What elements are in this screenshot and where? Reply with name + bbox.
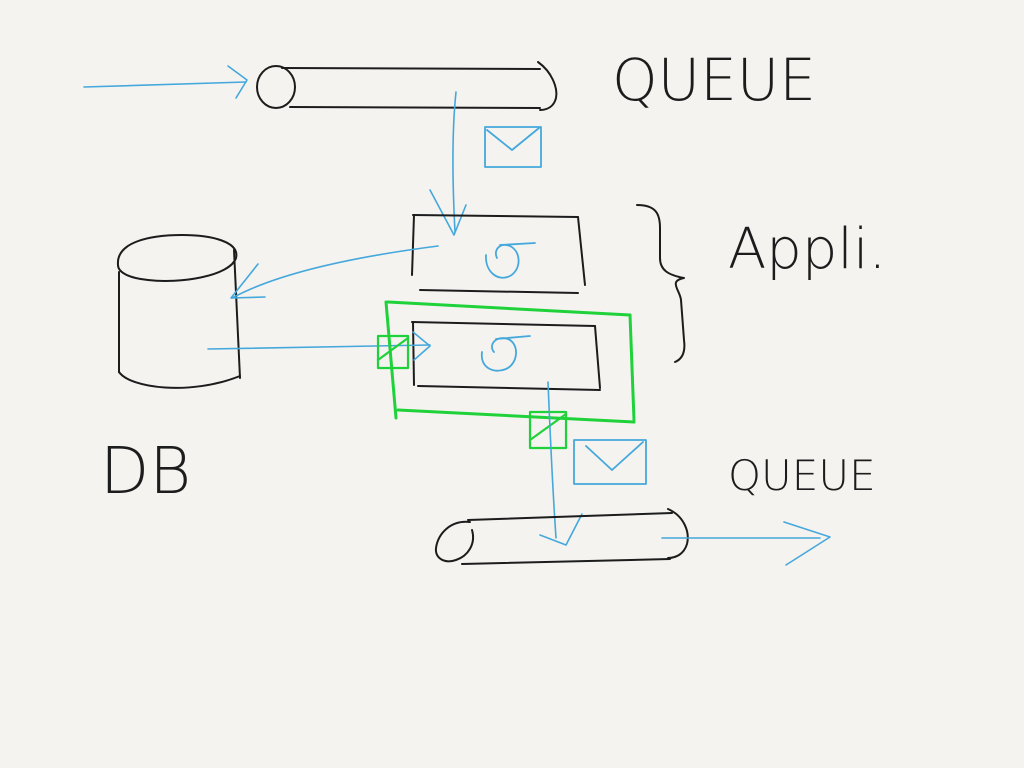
envelope-icon [484,126,542,168]
message-out [539,381,647,546]
application-label: Appli. [728,217,886,282]
application-component-upper [411,214,586,294]
outbound-arrow-bottom [661,521,831,566]
inbound-arrow-top [83,65,248,99]
application: Appli. [411,204,886,391]
envelope-icon [573,439,647,485]
database-label: DB [100,435,191,509]
sigma-icon [485,242,536,279]
component-box-upper [411,214,586,294]
checkbox-icon [376,334,410,370]
transaction-boundary [376,300,636,450]
queue-bottom: QUEUE [434,451,876,566]
application-brace [636,204,686,363]
queue-top-cylinder [256,61,558,111]
flow-arrow-in [429,91,467,236]
sigma-icon [481,335,531,372]
queue-bottom-label: QUEUE [728,451,876,500]
queue-top-label: QUEUE [612,46,816,114]
database-cylinder [116,234,241,389]
queue-bottom-cylinder [434,508,689,565]
component-box-lower [411,321,601,391]
read-arrow-from-db [207,331,431,361]
message-in [429,91,542,236]
database: DB [100,234,439,509]
flow-arrow-out [539,381,583,546]
application-component-lower [411,321,601,391]
checkbox-icon [528,410,568,450]
queue-top: QUEUE [83,46,816,114]
write-arrow-to-db [230,245,439,299]
transaction-frame [384,300,636,424]
